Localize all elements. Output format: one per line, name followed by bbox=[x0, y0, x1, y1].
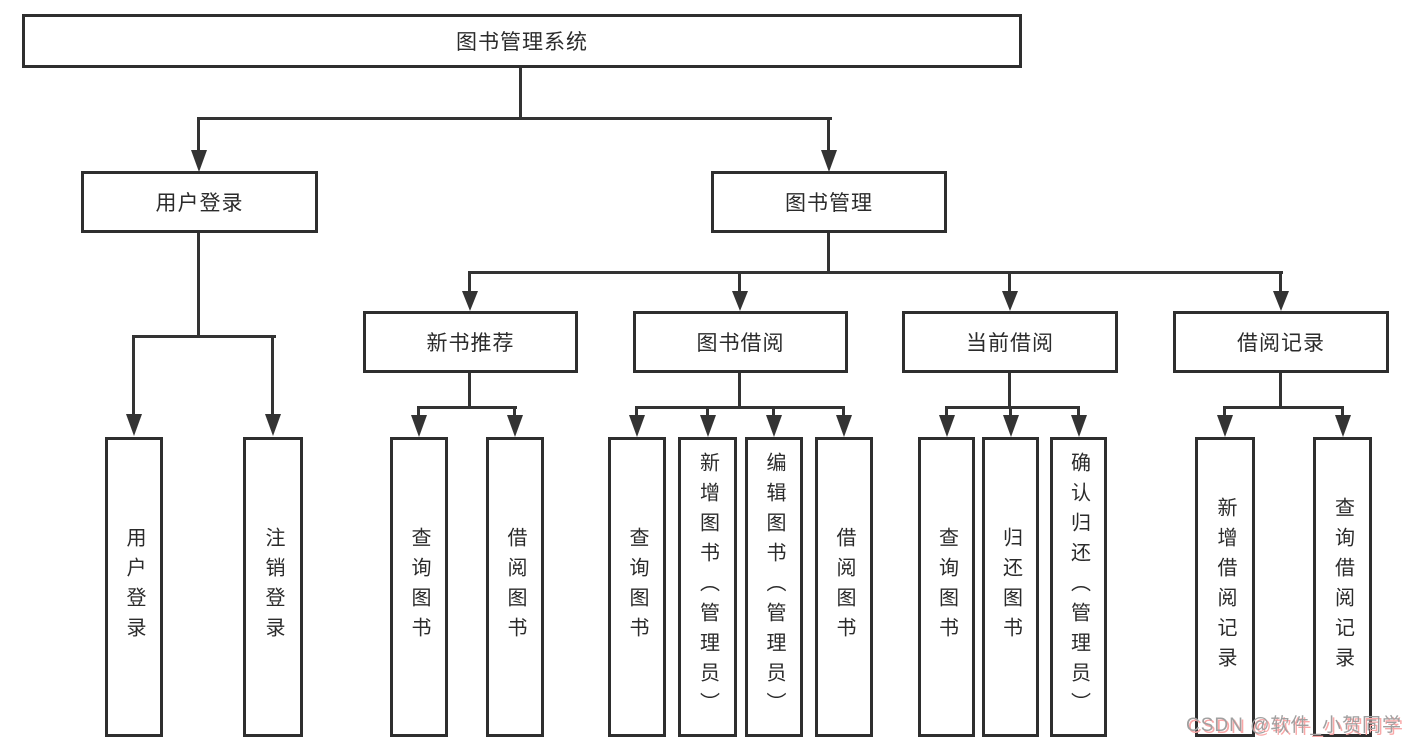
connector-book-borrowing-split bbox=[635, 406, 845, 409]
leaf-new-book-borrow-books: 借阅图书 bbox=[486, 437, 544, 737]
connector-leaf-2 bbox=[513, 406, 516, 418]
node-borrowing-records: 借阅记录 bbox=[1173, 311, 1389, 373]
arrowhead-leaf-8 bbox=[1003, 415, 1019, 437]
connector-new-book-stem bbox=[468, 372, 471, 409]
leaf-confirm-return-admin-label: 确认归还（管理员） bbox=[1067, 452, 1090, 722]
connector-leaf-3 bbox=[635, 406, 638, 418]
arrowhead-leaf-4 bbox=[700, 415, 716, 437]
node-book-borrowing: 图书借阅 bbox=[633, 311, 848, 373]
leaf-return-books-label: 归还图书 bbox=[999, 527, 1022, 647]
connector-current-borrowing-stem bbox=[1008, 372, 1011, 409]
connector-leaf-11 bbox=[1341, 406, 1344, 418]
connector-borrowing-records-stem bbox=[1279, 372, 1282, 409]
connector-leaf-6 bbox=[842, 406, 845, 418]
leaf-borrowing-query-books: 查询图书 bbox=[608, 437, 666, 737]
leaf-add-borrow-record: 新增借阅记录 bbox=[1195, 437, 1255, 737]
arrowhead-leaf-1 bbox=[411, 415, 427, 437]
arrowhead-leaf-11 bbox=[1335, 415, 1351, 437]
arrowhead-leaf-5 bbox=[766, 415, 782, 437]
node-book-management: 图书管理 bbox=[711, 171, 947, 233]
leaf-borrowing-query-books-label: 查询图书 bbox=[626, 527, 648, 647]
leaf-edit-books-admin: 编辑图书（管理员） bbox=[745, 437, 803, 737]
arrowhead-leaf-7 bbox=[939, 415, 955, 437]
connector-leaf-1 bbox=[417, 406, 420, 418]
node-new-book-recommend: 新书推荐 bbox=[363, 311, 578, 373]
arrowhead-book-borrowing bbox=[732, 291, 748, 311]
leaf-edit-books-admin-label: 编辑图书（管理员） bbox=[763, 452, 785, 722]
leaf-confirm-return-admin: 确认归还（管理员） bbox=[1050, 437, 1107, 737]
connector-leaf-4 bbox=[706, 406, 709, 418]
leaf-new-book-query-books-label: 查询图书 bbox=[408, 527, 430, 647]
node-current-borrowing: 当前借阅 bbox=[902, 311, 1118, 373]
leaf-add-books-admin: 新增图书（管理员） bbox=[678, 437, 737, 737]
arrowhead-new-book bbox=[462, 291, 478, 311]
connector-leaf-7 bbox=[945, 406, 948, 418]
csdn-watermark: CSDN @软件_小贺同学 bbox=[1186, 715, 1402, 736]
arrowhead-leaf-logout bbox=[265, 414, 281, 436]
connector-leaf-9 bbox=[1077, 406, 1080, 418]
arrowhead-user-login bbox=[191, 150, 207, 172]
leaf-add-borrow-record-label: 新增借阅记录 bbox=[1214, 497, 1236, 677]
arrowhead-leaf-2 bbox=[507, 415, 523, 437]
leaf-logout-label: 注销登录 bbox=[262, 527, 284, 647]
node-root-book-management-system: 图书管理系统 bbox=[22, 14, 1022, 68]
connector-to-borrowing-records bbox=[1279, 271, 1282, 293]
node-user-login: 用户登录 bbox=[81, 171, 318, 233]
arrowhead-leaf-user-login bbox=[126, 414, 142, 436]
leaf-logout: 注销登录 bbox=[243, 437, 303, 737]
arrowhead-leaf-3 bbox=[629, 415, 645, 437]
connector-book-borrowing-stem bbox=[738, 372, 741, 409]
connector-user-login-split bbox=[132, 335, 276, 338]
leaf-new-book-borrow-books-label: 借阅图书 bbox=[504, 527, 526, 647]
arrowhead-leaf-9 bbox=[1071, 415, 1087, 437]
connector-current-borrowing-split bbox=[945, 406, 1080, 409]
arrowhead-leaf-10 bbox=[1217, 415, 1233, 437]
arrowhead-borrowing-records bbox=[1273, 291, 1289, 311]
connector-book-management-stem bbox=[827, 232, 830, 274]
leaf-borrowing-borrow-books: 借阅图书 bbox=[815, 437, 873, 737]
connector-to-leaf-user-login bbox=[132, 335, 135, 416]
connector-to-book-borrowing bbox=[738, 271, 741, 293]
connector-level3-split bbox=[468, 271, 1283, 274]
leaf-current-query-books-label: 查询图书 bbox=[935, 527, 958, 647]
leaf-user-login-label: 用户登录 bbox=[123, 527, 145, 647]
leaf-query-borrow-record-label: 查询借阅记录 bbox=[1331, 497, 1354, 677]
connector-user-login-stem bbox=[197, 232, 200, 337]
connector-to-leaf-logout bbox=[271, 335, 274, 416]
connector-borrowing-records-split bbox=[1223, 406, 1344, 409]
leaf-current-query-books: 查询图书 bbox=[918, 437, 975, 737]
connector-leaf-10 bbox=[1223, 406, 1226, 418]
arrowhead-book-management bbox=[821, 150, 837, 172]
connector-new-book-split bbox=[417, 406, 517, 409]
leaf-query-borrow-record: 查询借阅记录 bbox=[1313, 437, 1372, 737]
connector-to-book-management bbox=[827, 117, 830, 153]
connector-leaf-5 bbox=[772, 406, 775, 418]
connector-root-stem bbox=[519, 67, 522, 119]
connector-to-user-login bbox=[197, 117, 200, 153]
arrowhead-leaf-6 bbox=[836, 415, 852, 437]
leaf-borrowing-borrow-books-label: 借阅图书 bbox=[833, 527, 855, 647]
arrowhead-current-borrowing bbox=[1002, 291, 1018, 311]
connector-level1-split bbox=[197, 117, 832, 120]
leaf-user-login: 用户登录 bbox=[105, 437, 163, 737]
connector-to-new-book bbox=[468, 271, 471, 293]
connector-to-current-borrowing bbox=[1008, 271, 1011, 293]
leaf-add-books-admin-label: 新增图书（管理员） bbox=[696, 452, 719, 722]
connector-leaf-8 bbox=[1009, 406, 1012, 418]
leaf-return-books: 归还图书 bbox=[982, 437, 1039, 737]
leaf-new-book-query-books: 查询图书 bbox=[390, 437, 448, 737]
